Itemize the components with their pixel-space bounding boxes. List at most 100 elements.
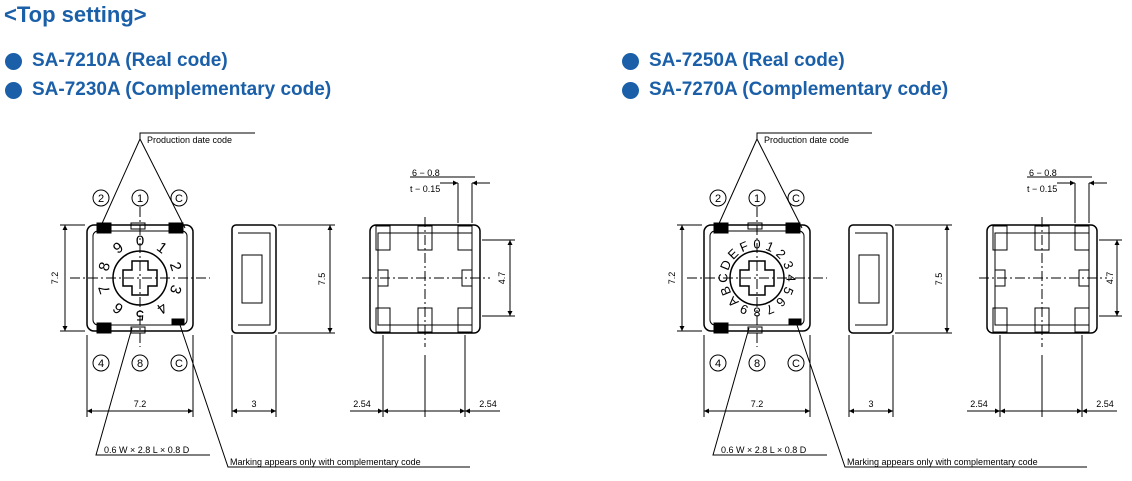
dial-digit-E: E xyxy=(725,245,742,262)
terminal-top-mid xyxy=(130,222,146,230)
dial-digit-8: 8 xyxy=(753,305,760,320)
pin-c-circle-top xyxy=(170,189,188,207)
dim-4-7: 4.7 xyxy=(497,272,507,285)
dim-6-0-8: 6 − 0.8 xyxy=(412,168,440,178)
model-sa-7270a: SA-7270A (Complementary code) xyxy=(649,79,949,100)
pin-4-circle xyxy=(709,354,727,372)
dim-3: 3 xyxy=(251,399,256,409)
marking-pad xyxy=(171,318,185,326)
pin-8-circle xyxy=(748,354,766,372)
pin-c-label-top: C xyxy=(792,193,800,205)
pin-c-label-bottom: C xyxy=(792,358,800,370)
pin-c-label-top: C xyxy=(175,193,183,205)
dial-digit-F: F xyxy=(737,238,750,255)
dial-digit-8: 8 xyxy=(95,260,114,273)
model-sa-7210a: SA-7210A (Real code) xyxy=(32,50,228,71)
pin-1-label: 1 xyxy=(754,193,760,205)
dial-digit-C: C xyxy=(716,273,731,282)
pin-8-label: 8 xyxy=(754,358,760,370)
pin-2-label: 2 xyxy=(715,193,721,205)
pad-dims-label: 0.6 W × 2.8 L × 0.8 D xyxy=(104,445,190,455)
dial-digit-2: 2 xyxy=(773,246,789,262)
dial-digit-5: 5 xyxy=(136,307,144,324)
dial-digit-9: 9 xyxy=(738,301,750,318)
dial-digit-3: 3 xyxy=(166,283,185,296)
dial-digit-5: 5 xyxy=(780,285,797,297)
terminal-top-left xyxy=(96,222,112,234)
dial-digit-2: 2 xyxy=(166,260,185,273)
production-date-leader xyxy=(716,132,872,229)
model-sa-7230a: SA-7230A (Complementary code) xyxy=(32,79,332,100)
bullet-icon xyxy=(622,53,639,70)
dim-2-54-right: 2.54 xyxy=(479,399,497,409)
dial-digit-4: 4 xyxy=(784,274,799,281)
dial-digit-3: 3 xyxy=(780,259,797,271)
production-date-leader xyxy=(99,132,255,229)
marking-note: Marking appears only with complementary … xyxy=(230,457,421,467)
side-view xyxy=(231,224,277,334)
dim-2-54-right: 2.54 xyxy=(1096,399,1114,409)
bullet-icon xyxy=(5,53,22,70)
dim-t-0-15: t − 0.15 xyxy=(1027,184,1057,194)
bullet-icon xyxy=(622,82,639,99)
dim-t-0-15: t − 0.15 xyxy=(410,184,440,194)
dim-height-7-2: 7.2 xyxy=(667,272,677,285)
pin-1-label: 1 xyxy=(137,193,143,205)
pin-4-label: 4 xyxy=(98,358,104,370)
terminal-top-right xyxy=(168,222,184,234)
dial-digit-B: B xyxy=(717,284,734,298)
marking-note: Marking appears only with complementary … xyxy=(847,457,1038,467)
pin-2-label: 2 xyxy=(98,193,104,205)
rotor-cross xyxy=(739,260,775,296)
terminal-top-mid xyxy=(747,222,763,230)
pin-1-circle xyxy=(748,189,766,207)
dial-digit-0: 0 xyxy=(136,233,144,250)
dial-digit-9: 9 xyxy=(110,239,127,258)
side-view xyxy=(848,224,894,334)
dim-7-5: 7.5 xyxy=(317,273,327,286)
pin-4-circle xyxy=(92,354,110,372)
dial-digit-4: 4 xyxy=(153,299,170,318)
pin-8-circle xyxy=(131,354,149,372)
dim-3: 3 xyxy=(868,399,873,409)
dim-2-54-left: 2.54 xyxy=(353,399,371,409)
dim-7-5: 7.5 xyxy=(934,273,944,286)
dial-digit-6: 6 xyxy=(110,299,127,318)
dim-width-7-2: 7.2 xyxy=(751,399,764,409)
page-title: <Top setting> xyxy=(4,2,147,27)
pin-2-circle xyxy=(92,189,110,207)
dial-digit-6: 6 xyxy=(773,294,789,310)
rotor-cross xyxy=(122,260,158,296)
pin-1-circle xyxy=(131,189,149,207)
pin-4-label: 4 xyxy=(715,358,721,370)
pin-c-circle-top xyxy=(787,189,805,207)
pad-dims-label: 0.6 W × 2.8 L × 0.8 D xyxy=(721,445,807,455)
dim-height-7-2: 7.2 xyxy=(50,272,60,285)
terminal-bottom-mid xyxy=(130,326,146,334)
dim-4-7: 4.7 xyxy=(1105,272,1115,285)
production-date-code-label: Production date code xyxy=(764,135,849,145)
rotor-dial xyxy=(112,250,168,306)
terminal-bottom-mid xyxy=(747,326,763,334)
dial-digit-0: 0 xyxy=(753,237,760,252)
pin-c-circle-bottom xyxy=(787,354,805,372)
pin-c-circle-bottom xyxy=(170,354,188,372)
dial-digit-1: 1 xyxy=(764,238,776,255)
model-sa-7250a: SA-7250A (Real code) xyxy=(649,50,845,71)
dim-2-54-left: 2.54 xyxy=(970,399,988,409)
dim-6-0-8: 6 − 0.8 xyxy=(1029,168,1057,178)
dial-digit-7: 7 xyxy=(764,301,776,318)
pin-c-label-bottom: C xyxy=(175,358,183,370)
dial-digit-1: 1 xyxy=(153,239,170,258)
bullet-icon xyxy=(5,82,22,99)
dial-digit-7: 7 xyxy=(95,283,114,296)
terminal-bottom-left xyxy=(96,322,112,334)
terminal-top-left xyxy=(713,222,729,234)
terminal-bottom-left xyxy=(713,322,729,334)
marking-pad xyxy=(788,318,802,326)
terminal-top-right xyxy=(785,222,801,234)
pin-8-label: 8 xyxy=(137,358,143,370)
